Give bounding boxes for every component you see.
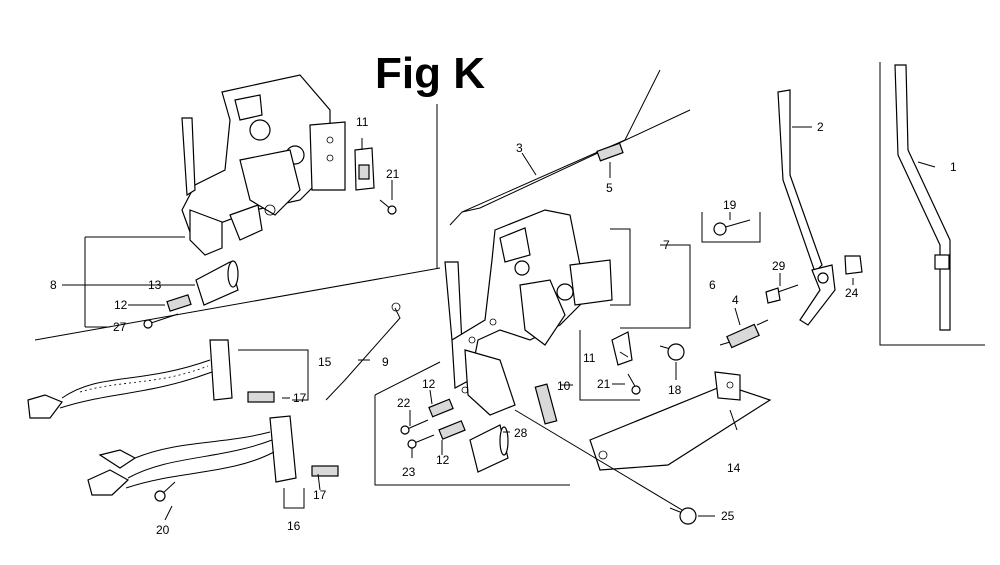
part-11-upper	[354, 147, 375, 191]
callout-14: 14	[727, 461, 741, 475]
part-28-sleeve	[469, 424, 509, 473]
bracket-lines	[34, 62, 985, 521]
part-13-sleeve	[195, 260, 239, 306]
callout-19: 19	[723, 198, 737, 212]
part-4-spring	[719, 319, 769, 349]
part-29	[765, 284, 799, 304]
part-2-lever	[777, 89, 836, 326]
callout-21-upper: 21	[386, 167, 400, 181]
callout-12-center-bottom: 12	[436, 453, 450, 467]
callout-10: 10	[557, 379, 571, 393]
part-12-upper-spring	[166, 294, 192, 312]
callout-11-upper: 11	[356, 115, 369, 129]
part-21-upper	[379, 199, 397, 215]
part-1-lever	[894, 64, 951, 331]
part-14-plate	[589, 371, 772, 471]
part-11-center	[611, 331, 633, 366]
figure-title: Fig K	[375, 49, 485, 98]
left-cable-lower	[87, 415, 339, 496]
callout-17-lower: 17	[313, 488, 327, 502]
part-9-rod	[325, 302, 401, 401]
center-bracket-assembly	[444, 209, 613, 416]
callout-24: 24	[845, 286, 859, 300]
part-27-bolt	[143, 313, 179, 329]
callout-11-center: 11	[583, 351, 596, 365]
callout-12-upper: 12	[114, 298, 128, 312]
callout-27: 27	[113, 320, 127, 334]
callout-4: 4	[732, 293, 739, 307]
part-18-bolt	[659, 343, 685, 361]
left-cable-upper	[27, 339, 275, 419]
callout-9: 9	[382, 355, 389, 369]
callout-15: 15	[318, 355, 332, 369]
callout-18: 18	[668, 383, 682, 397]
callout-3: 3	[516, 141, 523, 155]
part-5-spring	[596, 142, 624, 162]
callout-labels: 1 2 3 4 5 6 7 8 9 10 11 11 12 12 12 13 1…	[50, 115, 957, 537]
callout-20: 20	[156, 523, 170, 537]
upper-left-bracket-assembly	[181, 74, 346, 256]
callout-13: 13	[148, 278, 162, 292]
callout-1: 1	[950, 160, 957, 174]
part-3-rod	[449, 69, 691, 226]
callout-16-lower: 16	[287, 519, 301, 533]
part-19-bolt	[713, 219, 751, 236]
callout-5: 5	[606, 181, 613, 195]
callout-12-center-top: 12	[422, 377, 436, 391]
part-12-center-springs	[428, 398, 466, 440]
part-20-bolt	[154, 481, 176, 502]
callout-25: 25	[721, 509, 735, 523]
callout-6: 6	[709, 278, 716, 292]
callout-2: 2	[817, 120, 824, 134]
part-10-spring	[534, 383, 558, 425]
callout-21-center: 21	[597, 377, 611, 391]
part-25-bolt	[669, 507, 697, 525]
callout-23: 23	[402, 465, 416, 479]
part-22-bolt	[400, 419, 429, 435]
callout-22: 22	[397, 396, 411, 410]
callout-29: 29	[772, 259, 786, 273]
part-21-center	[627, 373, 641, 395]
callout-28: 28	[514, 426, 528, 440]
callout-8: 8	[50, 278, 57, 292]
callout-17-upper: 17	[293, 391, 307, 405]
part-23-bolt	[407, 434, 435, 449]
callout-7: 7	[663, 238, 670, 252]
part-24-nut	[844, 255, 863, 275]
